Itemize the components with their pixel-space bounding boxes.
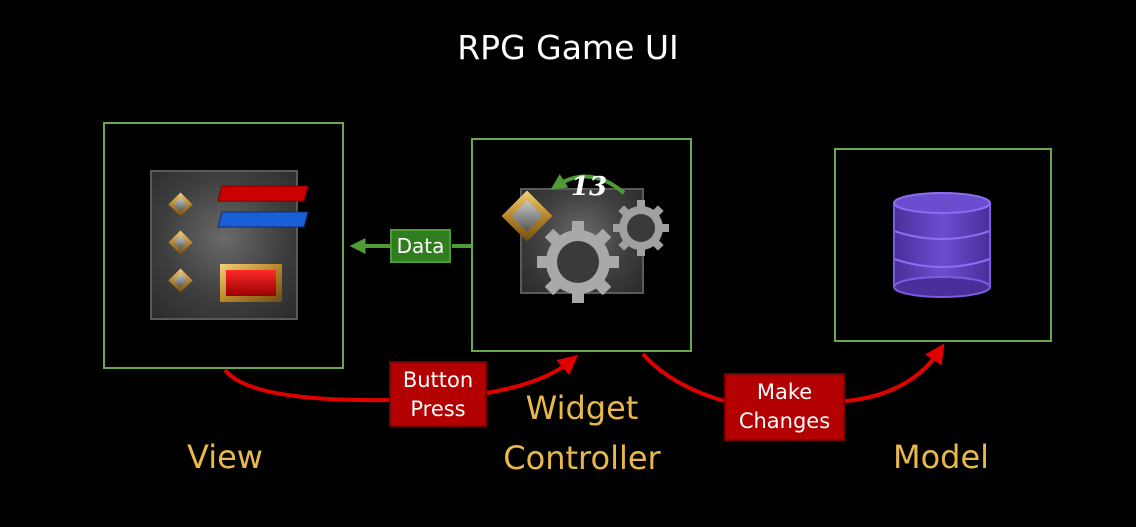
button-press-tag: Button Press <box>389 361 487 427</box>
button-press-line2: Press <box>410 397 466 421</box>
database-icon <box>893 192 991 298</box>
health-bar-icon <box>217 185 309 202</box>
mana-bar-icon <box>217 211 309 228</box>
model-label: Model <box>892 438 990 476</box>
make-changes-tag: Make Changes <box>724 373 845 441</box>
button-press-arrow <box>223 360 572 403</box>
diamond-icon <box>168 268 193 293</box>
data-tag: Data <box>390 229 451 263</box>
diamond-icon <box>168 192 193 217</box>
red-gem-button-icon <box>220 264 282 302</box>
make-changes-arrow <box>641 350 940 403</box>
controller-label: Controller <box>503 439 661 477</box>
diamond-icon <box>501 190 553 242</box>
make-changes-line1: Make <box>756 380 813 404</box>
counter-text: 13 <box>571 172 607 202</box>
curved-arrow-icon <box>550 174 626 195</box>
gear-icon <box>537 221 619 303</box>
data-tag-label: Data <box>396 234 445 258</box>
make-changes-line2: Changes <box>738 409 831 433</box>
view-label: View <box>187 438 263 476</box>
widget-label: Widget <box>525 389 639 427</box>
diamond-icon <box>168 230 193 255</box>
diagram-title: RPG Game UI <box>457 28 679 67</box>
button-press-line1: Button <box>402 368 474 392</box>
gear-icon <box>613 200 669 256</box>
view-box <box>103 122 344 369</box>
